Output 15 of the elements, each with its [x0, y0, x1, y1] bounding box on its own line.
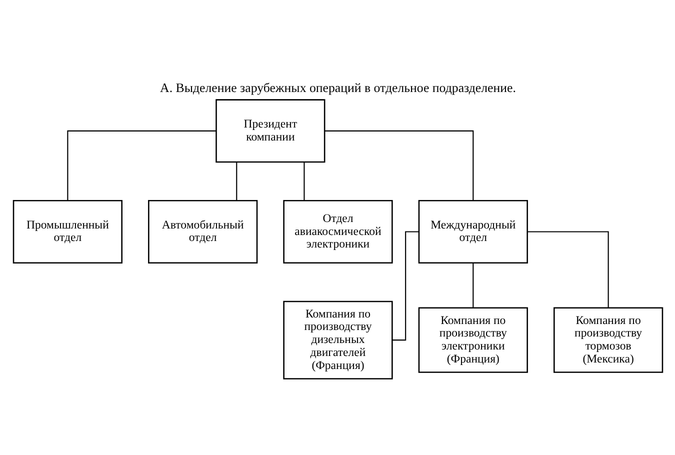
- node-box: Промышленный отдел: [12, 200, 122, 263]
- node-box: Президент компании: [215, 98, 325, 162]
- node-box: Автомобильный отдел: [148, 200, 258, 263]
- connector: [324, 130, 474, 200]
- node-box: Компания по производству электроники (Франция): [418, 306, 528, 372]
- node-box: Международный отдел: [418, 200, 528, 263]
- diagram-title: А. Выделение зарубежных операций в отдельное подразделение.: [160, 80, 516, 94]
- connector: [303, 162, 304, 200]
- connector: [236, 162, 237, 200]
- connector: [66, 130, 216, 200]
- node-box: Компания по производству дизельных двигателей (Франция): [282, 300, 392, 379]
- node-box: Отдел авиакосмической электроники: [282, 200, 392, 263]
- connector: [472, 262, 474, 308]
- node-box: Компания по производству тормозов (Мексика): [553, 306, 663, 372]
- connector: [526, 230, 608, 308]
